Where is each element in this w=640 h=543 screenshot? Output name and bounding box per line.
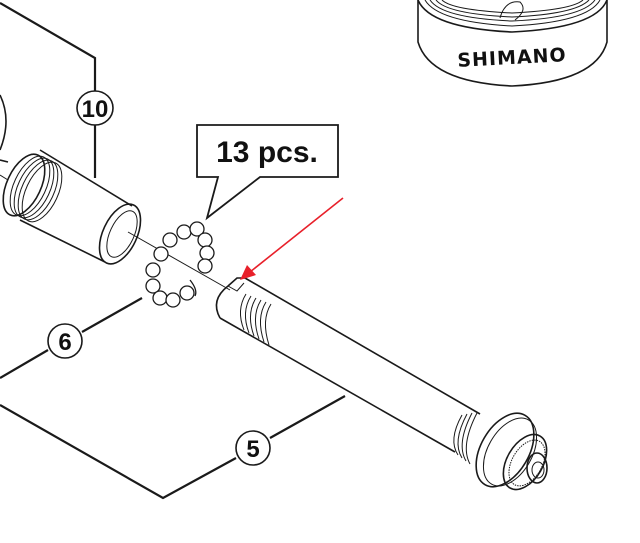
callout-6: 6 xyxy=(47,323,83,359)
partial-ring xyxy=(0,94,7,151)
red-pointer-arrow xyxy=(240,197,344,280)
svg-text:10: 10 xyxy=(82,96,109,123)
leader-line-10 xyxy=(0,2,97,92)
leader-line-6b xyxy=(0,349,49,379)
callout-10: 10 xyxy=(76,90,114,126)
ball-bearings xyxy=(145,221,215,308)
quantity-callout: 13 pcs. xyxy=(196,124,339,221)
tube-part xyxy=(0,149,142,265)
axis-line xyxy=(127,231,231,291)
shimano-badge: SHIMANO xyxy=(417,0,608,87)
quantity-label: 13 pcs. xyxy=(216,136,318,169)
svg-text:6: 6 xyxy=(58,329,71,356)
leader-line-5b xyxy=(0,404,237,500)
brand-logo-text: SHIMANO xyxy=(457,44,567,72)
leader-line-6 xyxy=(81,297,143,333)
svg-text:5: 5 xyxy=(246,436,259,463)
leader-line-5 xyxy=(269,395,346,439)
callout-5: 5 xyxy=(235,430,271,466)
axle-part xyxy=(215,277,548,491)
